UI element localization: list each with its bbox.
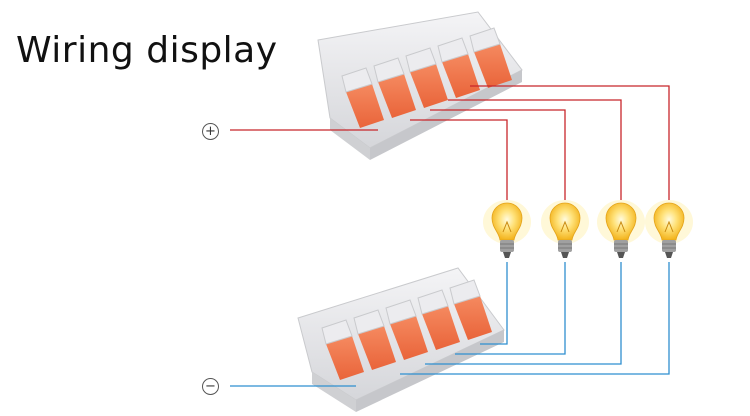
live-wire-bulb-2 <box>430 109 566 200</box>
lever <box>353 309 396 370</box>
lever <box>469 27 512 88</box>
light-bulb-icon <box>541 200 589 258</box>
live-wires <box>230 85 670 200</box>
light-bulb-icon <box>483 200 531 258</box>
lever <box>417 289 460 350</box>
lever <box>341 67 384 128</box>
page-title: Wiring display <box>16 30 278 71</box>
light-bulb-icon <box>597 200 645 258</box>
lever <box>321 319 364 380</box>
live-wire-bulb-1 <box>410 119 508 200</box>
neutral-wire-bulb-3 <box>425 262 622 365</box>
positive-terminal-icon: + <box>202 123 219 140</box>
top-connector <box>317 11 523 160</box>
live-wire-bulb-4 <box>470 85 670 200</box>
lever <box>373 57 416 118</box>
bottom-connector <box>297 267 505 412</box>
lever <box>405 47 448 108</box>
negative-terminal-icon: − <box>202 378 219 395</box>
neutral-wire-bulb-4 <box>400 262 670 375</box>
neutral-wires <box>230 262 670 387</box>
lever <box>437 37 480 98</box>
neutral-wire-bulb-1 <box>480 262 508 345</box>
lever <box>385 299 428 360</box>
live-wire-bulb-3 <box>448 99 622 200</box>
light-bulb-icon <box>645 200 693 258</box>
neutral-wire-bulb-2 <box>455 262 566 355</box>
lever <box>449 279 492 340</box>
